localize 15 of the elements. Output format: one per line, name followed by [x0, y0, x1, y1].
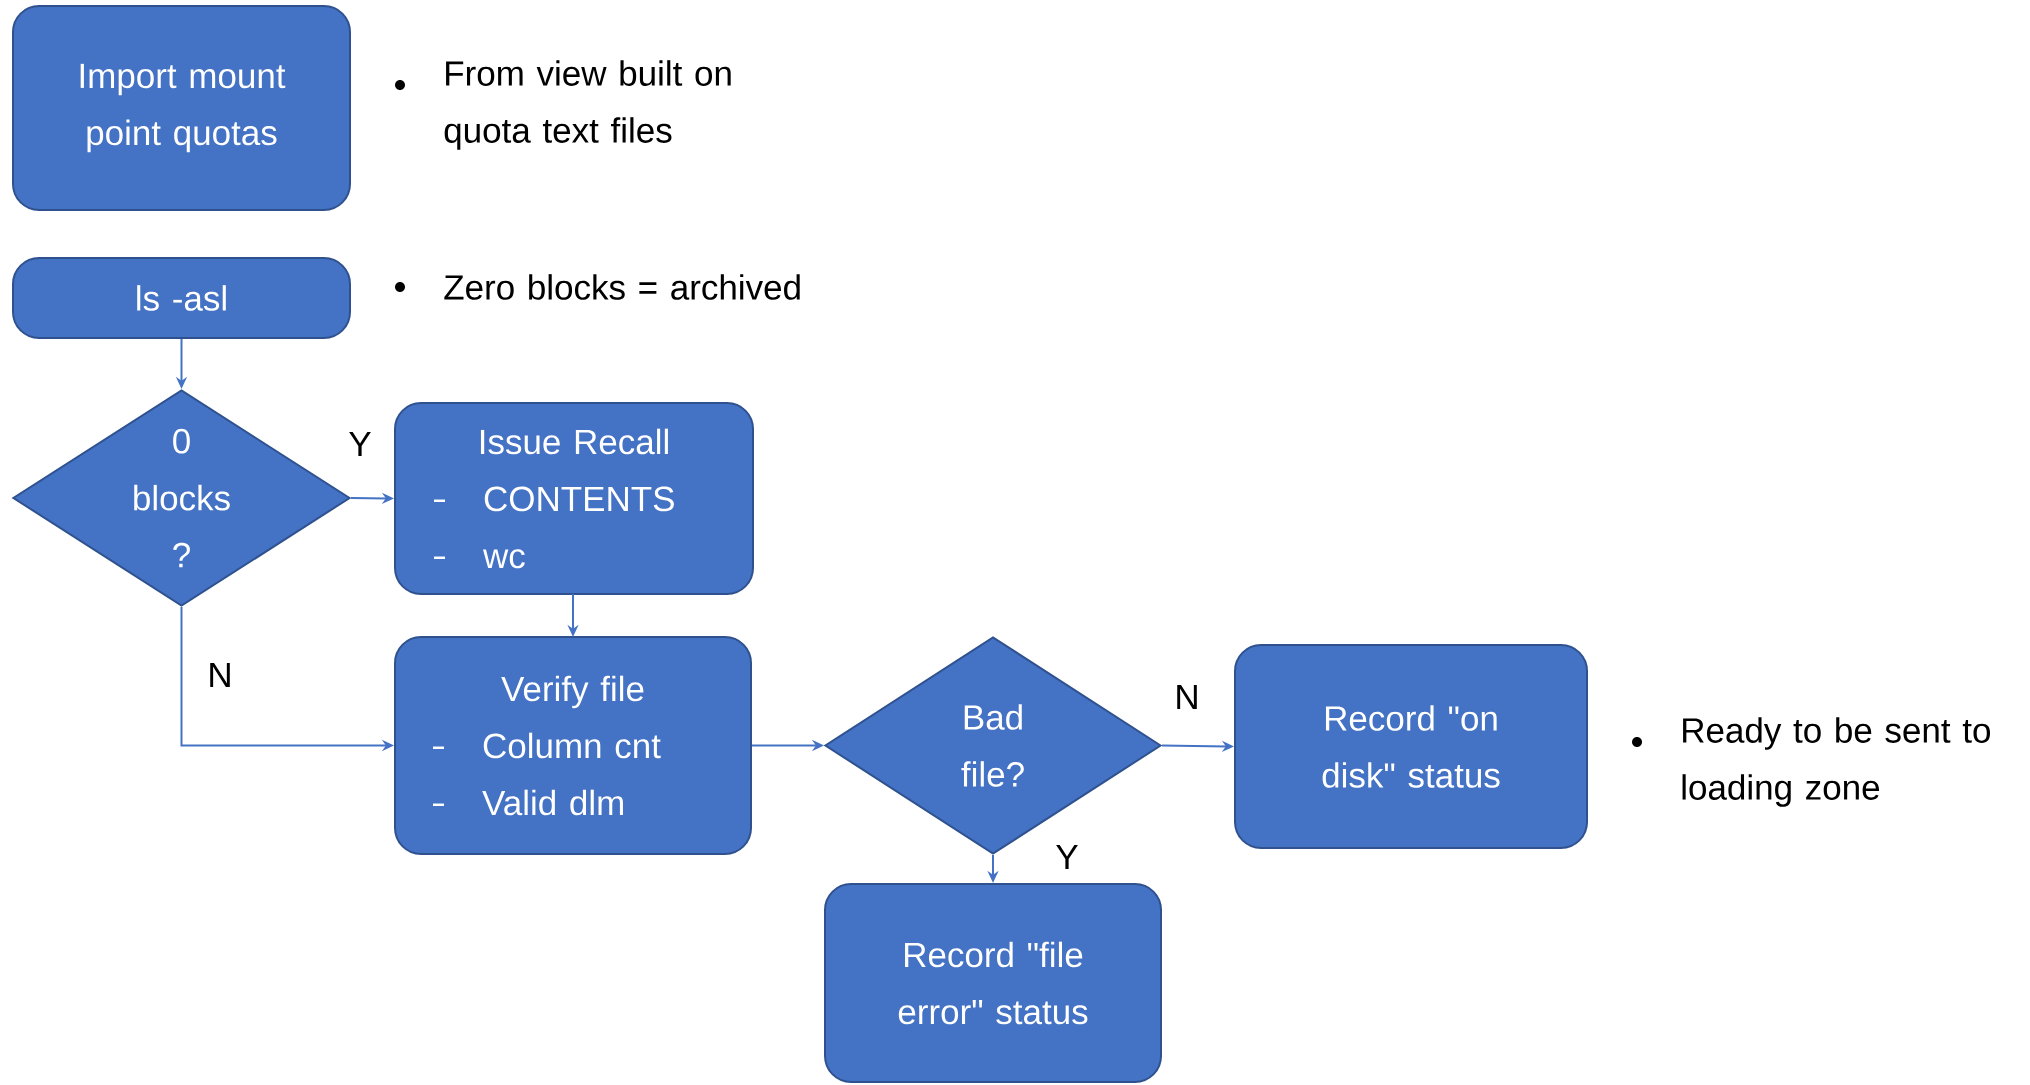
process-box: Record "on disk" status: [1234, 644, 1588, 849]
process-box: Issue Recall CONTENTS wc: [394, 402, 754, 595]
bullet-note: From view built on quota text files: [444, 60, 731, 150]
node-label: Bad file?: [961, 704, 1024, 787]
bullet-note: Ready to be sent to loading zone: [1682, 717, 1990, 807]
edge-label: Y: [346, 429, 374, 459]
edge-label: N: [1172, 682, 1202, 712]
edge-label: Y: [1053, 842, 1081, 872]
process-box: Verify file Column cnt Valid dlm: [394, 636, 752, 855]
process-box: Record "file error" status: [824, 883, 1162, 1083]
process-box: ls -asl: [12, 257, 351, 339]
edge-label: N: [205, 660, 235, 690]
process-box: Import mount point quotas: [12, 5, 351, 211]
bullet-note: Zero blocks = archived: [444, 274, 800, 300]
node-label: 0 blocks ?: [134, 428, 230, 568]
